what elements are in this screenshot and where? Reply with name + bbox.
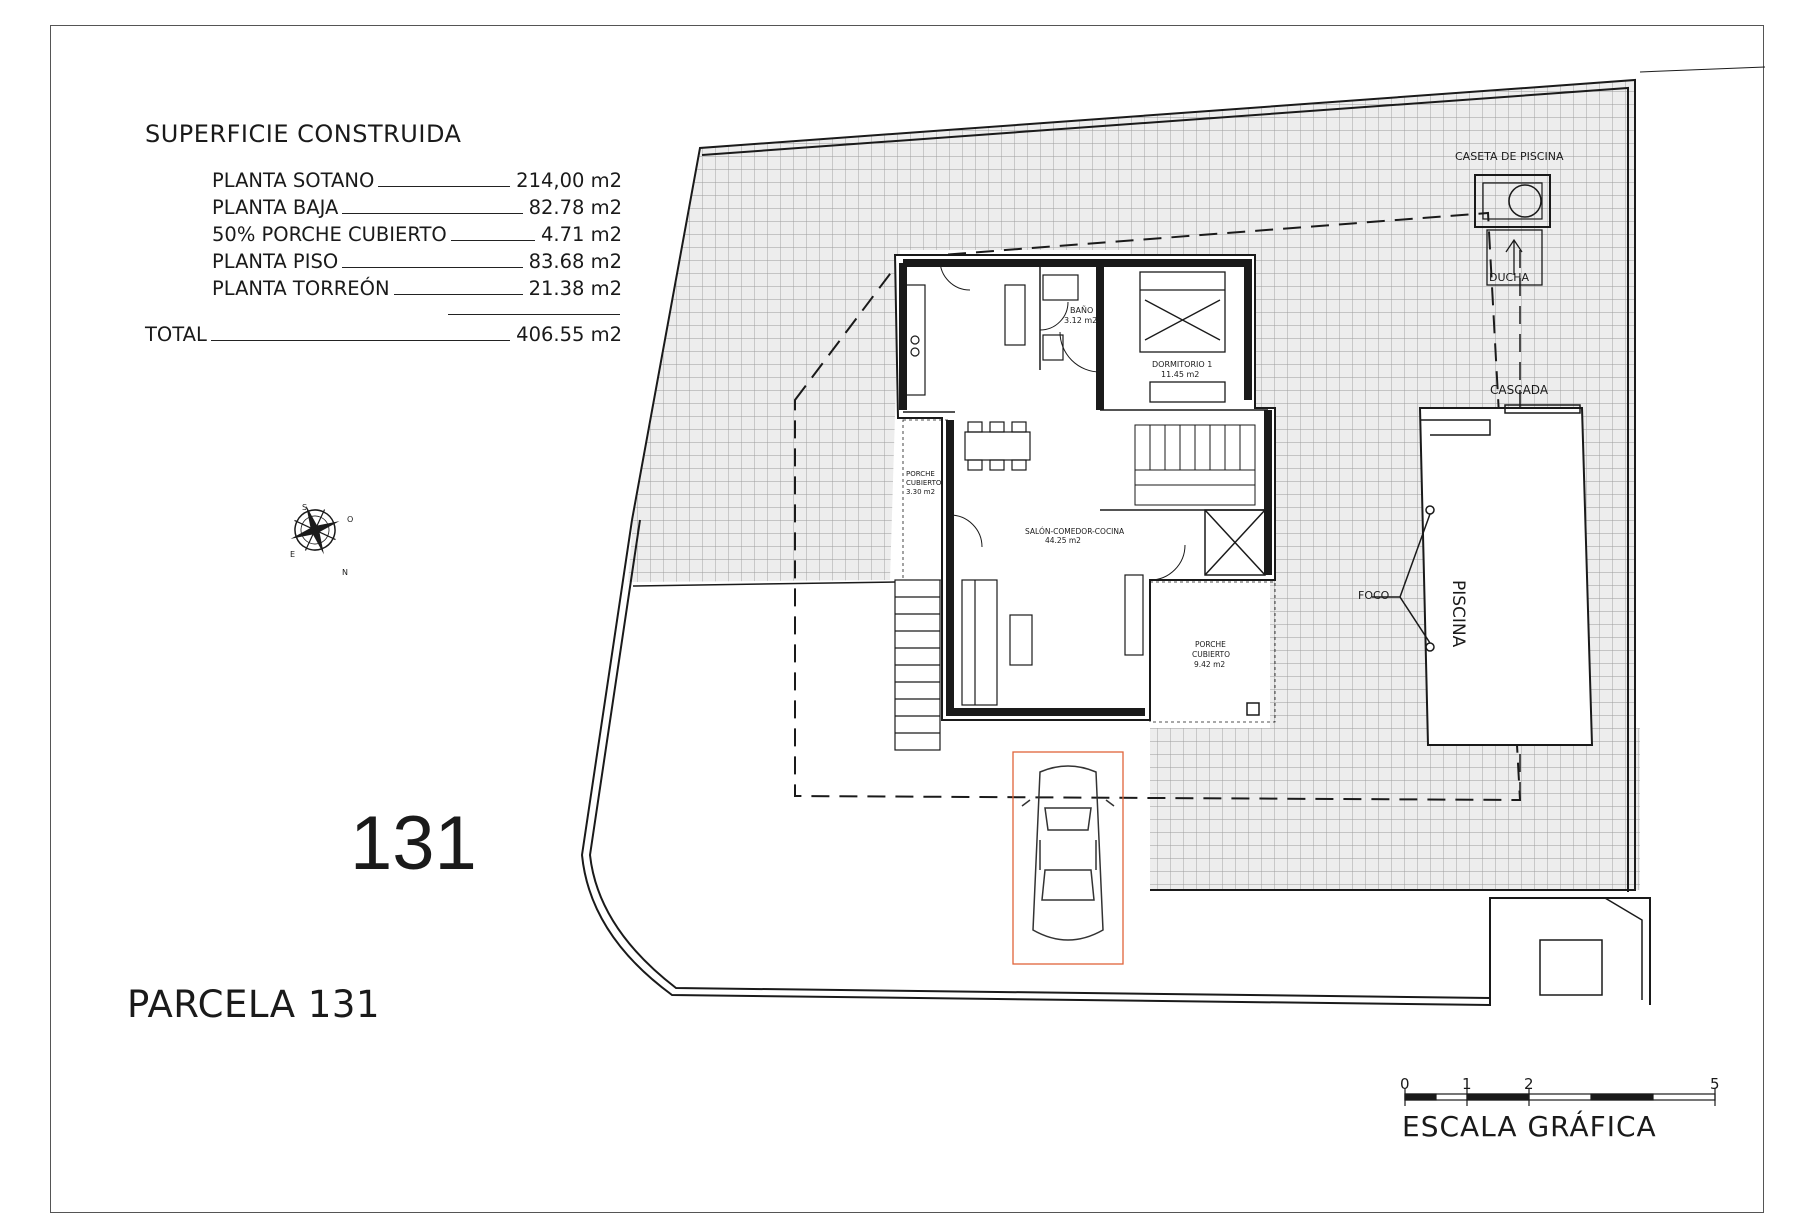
shower — [1486, 229, 1543, 286]
plot-number: 131 — [350, 801, 477, 886]
scale-tick-2: 2 — [1524, 1075, 1534, 1093]
label-foco: FOCO — [1358, 589, 1390, 602]
bed — [1139, 271, 1226, 403]
label-porche1-b: CUBIERTO — [906, 479, 942, 487]
scale-tick-5: 5 — [1710, 1075, 1720, 1093]
surface-separator — [448, 314, 620, 315]
setback-line — [794, 211, 1522, 802]
label-porche2-area: 9.42 m2 — [1194, 660, 1226, 669]
label-salon-name: SALÓN-COMEDOR-COCINA — [1025, 527, 1125, 536]
compass-e: E — [290, 550, 296, 559]
surface-row-value: 21.38 m2 — [528, 277, 622, 300]
compass-rose — [290, 505, 340, 555]
surface-row-value: 4.71 m2 — [540, 223, 622, 246]
surface-total-value: 406.55 m2 — [516, 323, 622, 346]
surface-row-value: 214,00 m2 — [516, 169, 622, 192]
living-furniture — [961, 574, 1144, 706]
label-cascada: CASCADA — [1490, 383, 1549, 397]
label-caseta: CASETA DE PISCINA — [1455, 150, 1564, 163]
surface-row-label: PLANTA SOTANO — [212, 169, 375, 192]
plot-boundary — [580, 66, 1766, 1007]
surface-row-value: 82.78 m2 — [528, 196, 622, 219]
label-porche1-a: PORCHE — [906, 470, 935, 478]
label-piscina: PISCINA — [1448, 580, 1468, 648]
scale-title: ESCALA GRÁFICA — [1402, 1110, 1657, 1143]
parking-space — [1012, 751, 1124, 965]
dining-table — [964, 421, 1031, 471]
label-dorm-name: DORMITORIO 1 — [1152, 360, 1213, 369]
pool-house — [1474, 174, 1551, 228]
graphic-scale — [1404, 1088, 1716, 1106]
parcel-label: PARCELA 131 — [127, 983, 380, 1026]
bin-enclosure — [1495, 897, 1643, 1000]
compass-n: N — [342, 568, 348, 577]
exterior-stairs — [894, 579, 941, 751]
surface-row-porche: 50% PORCHE CUBIERTO 4.71 m2 — [212, 220, 622, 246]
surface-row-piso: PLANTA PISO 83.68 m2 — [212, 247, 622, 273]
compass-s: S — [302, 503, 308, 512]
lift-void — [1204, 509, 1266, 576]
scale-tick-1: 1 — [1462, 1075, 1472, 1093]
label-porche2-a: PORCHE — [1195, 640, 1226, 649]
label-dorm-area: 11.45 m2 — [1161, 370, 1200, 379]
pool — [1418, 407, 1594, 746]
surface-table-title: SUPERFICIE CONSTRUIDA — [145, 120, 462, 148]
label-salon-area: 44.25 m2 — [1045, 536, 1081, 545]
label-porche2-b: CUBIERTO — [1192, 650, 1230, 659]
surface-row-sotano: PLANTA SOTANO 214,00 m2 — [212, 166, 622, 192]
house-walls — [899, 259, 1272, 716]
porch-column — [1246, 702, 1260, 716]
surface-row-value: 83.68 m2 — [528, 250, 622, 273]
door-swings — [939, 259, 1186, 581]
label-ducha: DUCHA — [1489, 271, 1529, 284]
surface-total-row: TOTAL 406.55 m2 — [145, 320, 622, 346]
surface-row-label: PLANTA BAJA — [212, 196, 339, 219]
label-bano-name: BAÑO — [1070, 306, 1094, 315]
compass-o: O — [347, 515, 354, 524]
car — [1021, 765, 1115, 941]
paved-terrace-side — [1150, 728, 1640, 890]
surface-row-torreon: PLANTA TORREÓN 21.38 m2 — [212, 274, 622, 300]
label-porche1-area: 3.30 m2 — [906, 488, 936, 496]
label-bano-area: 3.12 m2 — [1064, 316, 1098, 325]
kitchen-units — [904, 274, 1079, 396]
surface-total-label: TOTAL — [145, 323, 207, 346]
surface-row-baja: PLANTA BAJA 82.78 m2 — [212, 193, 622, 219]
surface-row-label: PLANTA TORREÓN — [212, 277, 390, 300]
scale-tick-0: 0 — [1400, 1075, 1410, 1093]
pool-details — [1372, 404, 1581, 652]
surface-row-label: PLANTA PISO — [212, 250, 339, 273]
stairs — [1134, 424, 1256, 506]
porch-outlines — [902, 419, 1276, 723]
drawing-frame — [50, 25, 1764, 1213]
surface-row-label: 50% PORCHE CUBIERTO — [212, 223, 447, 246]
